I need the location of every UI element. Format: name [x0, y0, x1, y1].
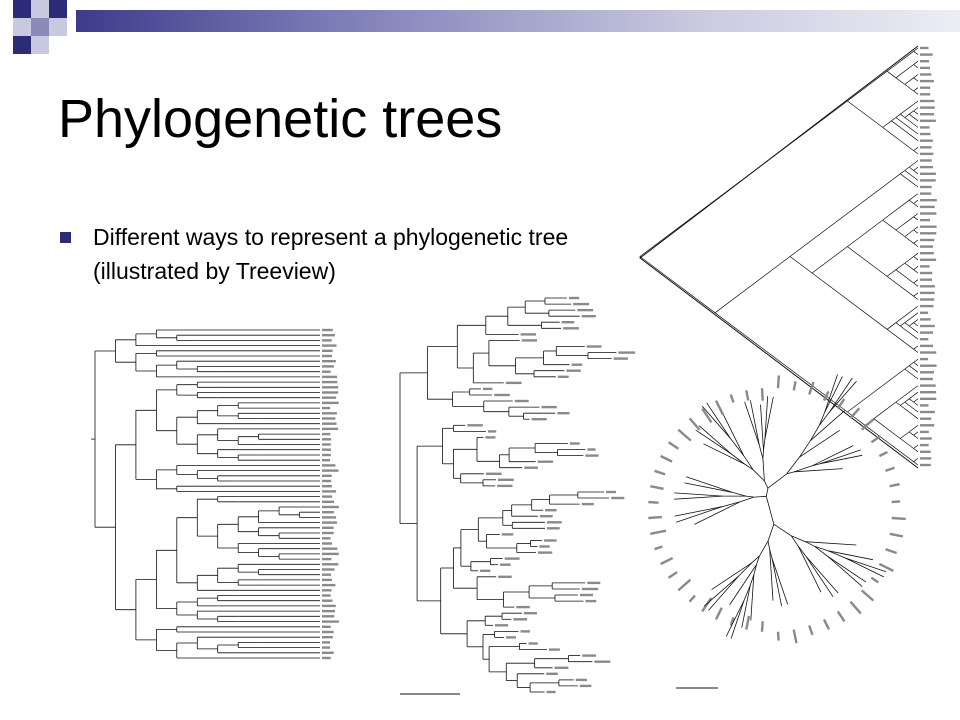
bullet-square-icon — [60, 232, 71, 243]
corner-decoration — [0, 0, 76, 58]
bullet-text: Different ways to represent a phylogenet… — [93, 220, 568, 288]
bullet-line-1: Different ways to represent a phylogenet… — [93, 224, 569, 250]
title-bar-decoration — [76, 10, 960, 32]
phylogram-tree — [399, 296, 636, 695]
radial-unrooted-tree — [648, 374, 906, 689]
rectangular-cladogram-tree — [91, 328, 339, 660]
slanted-cladogram-tree — [639, 45, 937, 469]
bullet-line-2: (illustrated by Treeview) — [93, 258, 336, 284]
slide-title: Phylogenetic trees — [58, 89, 503, 149]
